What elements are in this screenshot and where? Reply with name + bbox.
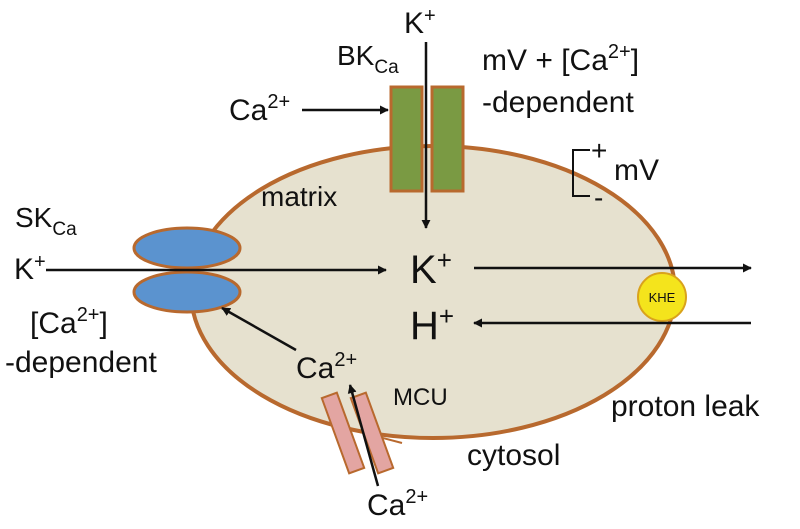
sk-channel-upper-subunit	[132, 226, 242, 270]
sk-dependence-line1: [Ca2+]	[30, 304, 108, 340]
khe-label: KHE	[649, 290, 676, 305]
mcu-left-subunit	[320, 391, 366, 475]
k-top-label: K+	[404, 5, 436, 40]
ca-matrix-label: Ca2+	[296, 349, 357, 385]
cytosol-label: cytosol	[467, 439, 560, 472]
bk-dependence-line2: -dependent	[482, 86, 634, 119]
bk-channel	[389, 85, 465, 193]
khe-exchanger	[637, 272, 687, 322]
ca-activates-sk-arrow	[221, 306, 297, 352]
mcu-channel	[317, 391, 403, 475]
bk-label: BKCa	[337, 40, 399, 78]
sk-label: SKCa	[15, 202, 77, 240]
bk-channel-right-subunit	[430, 85, 465, 193]
proton-leak-label: proton leak	[611, 390, 760, 423]
mv-bracket	[572, 149, 590, 197]
ca-uptake-mcu-arrow	[347, 384, 380, 487]
mv-minus-sign: -	[594, 182, 603, 213]
k-matrix-label: K+	[410, 245, 452, 292]
sk-channel	[132, 226, 242, 314]
mv-label: mV	[614, 154, 659, 187]
bk-channel-left-subunit	[389, 85, 424, 193]
ca-bottom-label: Ca2+	[367, 486, 428, 522]
bk-dependence-line1: mV + [Ca2+]	[482, 41, 639, 77]
sk-dependence-line2: -dependent	[5, 346, 157, 379]
h-matrix-label: H+	[410, 301, 454, 348]
sk-channel-lower-subunit	[132, 270, 242, 314]
mv-plus-sign: +	[591, 135, 607, 166]
mcu-label: MCU	[393, 384, 448, 411]
k-left-label: K+	[14, 251, 46, 286]
matrix-label: matrix	[261, 181, 337, 212]
ca-to-bk-label: Ca2+	[229, 91, 290, 127]
